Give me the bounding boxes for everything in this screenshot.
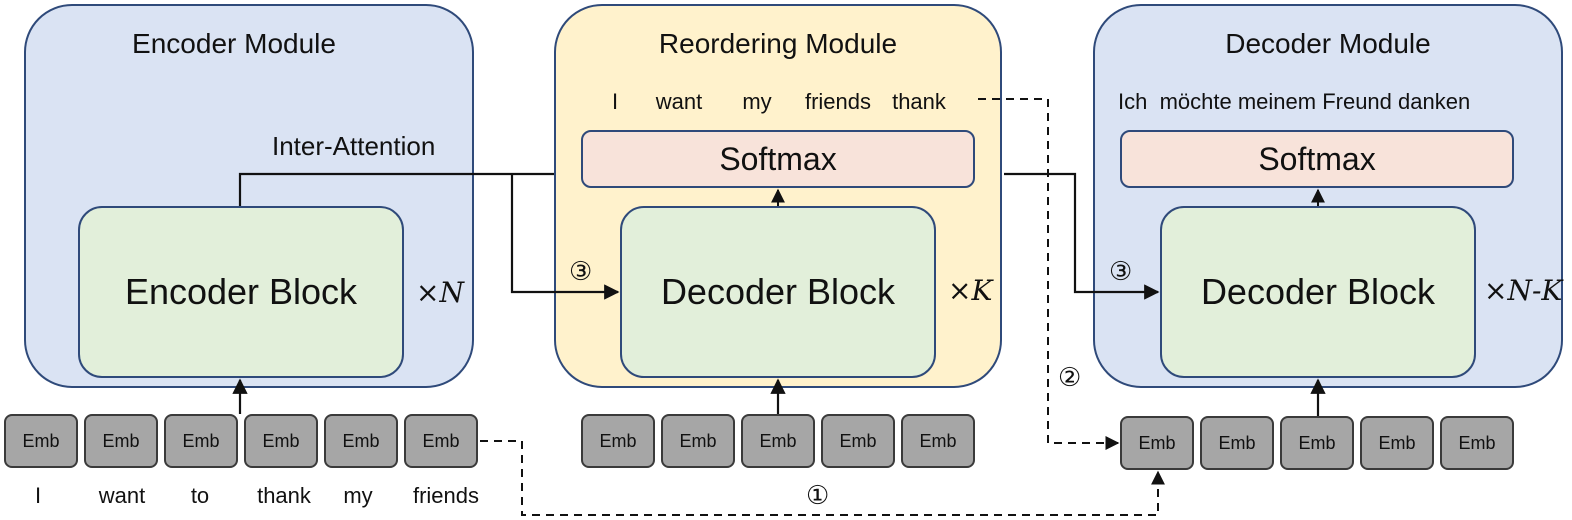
marker-1: ① <box>806 480 830 510</box>
decoder-repeat-label: ×N-K <box>1484 274 1563 307</box>
decoder-marker-3: ③ <box>1109 256 1133 286</box>
decoder-emb-1: Emb <box>1120 416 1194 470</box>
decoder-emb-4: Emb <box>1360 416 1434 470</box>
encoder-emb-3: Emb <box>164 414 238 468</box>
encoder-emb-2: Emb <box>84 414 158 468</box>
reordering-emb-3: Emb <box>741 414 815 468</box>
decoder-output-text: Ich möchte meinem Freund danken <box>1118 89 1471 114</box>
reordering-softmax: Softmax <box>581 130 975 188</box>
decoder-module-title: Decoder Module <box>1225 28 1431 59</box>
marker-2: ② <box>1058 362 1082 392</box>
reordering-output-word: want <box>655 89 703 114</box>
decoder-emb-3: Emb <box>1280 416 1354 470</box>
reordering-module-title: Reordering Module <box>658 28 898 59</box>
decoder-softmax: Softmax <box>1120 130 1514 188</box>
reordering-emb-5: Emb <box>901 414 975 468</box>
reordering-repeat-label: ×K <box>948 274 993 307</box>
encoder-block: Encoder Block <box>78 206 404 378</box>
reordering-output-word: I <box>611 89 619 114</box>
reordering-emb-4: Emb <box>821 414 895 468</box>
encoder-word: want <box>98 483 146 508</box>
encoder-emb-6: Emb <box>404 414 478 468</box>
decoder-decoder-block: Decoder Block <box>1160 206 1476 378</box>
encoder-emb-5: Emb <box>324 414 398 468</box>
encoder-repeat-label: ×N <box>416 276 464 309</box>
reordering-output-word: thank <box>892 89 946 114</box>
encoder-word: my <box>343 483 373 508</box>
reordering-decoder-block: Decoder Block <box>620 206 936 378</box>
inter-attention-label: Inter-Attention <box>272 131 436 161</box>
reordering-emb-1: Emb <box>581 414 655 468</box>
reordering-output-word: friends <box>804 89 872 114</box>
reordering-emb-2: Emb <box>661 414 735 468</box>
encoder-word: I <box>34 483 42 508</box>
decoder-emb-2: Emb <box>1200 416 1274 470</box>
encoder-word: friends <box>412 483 480 508</box>
reordering-output-word: my <box>742 89 772 114</box>
reordering-marker-3: ③ <box>569 256 593 286</box>
encoder-module-title: Encoder Module <box>132 28 336 59</box>
encoder-emb-1: Emb <box>4 414 78 468</box>
encoder-word: thank <box>257 483 311 508</box>
encoder-word: to <box>190 483 210 508</box>
decoder-emb-5: Emb <box>1440 416 1514 470</box>
encoder-emb-4: Emb <box>244 414 318 468</box>
